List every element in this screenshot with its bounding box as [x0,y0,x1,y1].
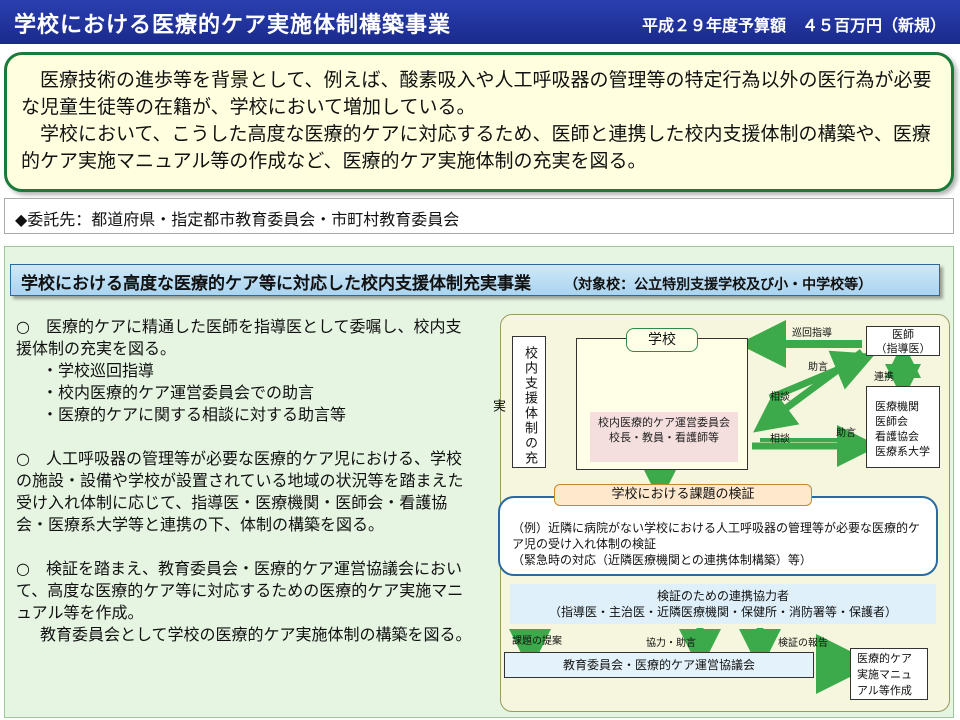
council-box: 検証のための連携協力者 （指導医・主治医・近隣医療機関・保健所・消防署等・保護者… [510,584,936,624]
bullet-list: ・学校巡回指導 ・校内医療的ケア運営委員会での助言 ・医療的ケアに関する相談に対… [42,360,472,426]
issue-box: （例）近隣に病院がない学校における人工呼吸器の管理等が必要な医療的ケア児の受け入… [498,496,938,576]
project-subtitle: 学校における高度な医療的ケア等に対応した校内支援体制充実事業 （対象校：公立特別… [10,264,940,296]
point-text: ○ 検証を踏まえ、教育委員会・医療的ケア運営協議会において、高度な医療的ケア等に… [16,559,464,622]
page-title: 学校における医療的ケア実施体制構築事業 [14,13,452,38]
bullet-item: ・医療的ケアに関する相談に対する助言等 [42,405,347,424]
bullet-item: ・学校巡回指導 [42,361,155,380]
issue-label: 学校における課題の検証 [554,484,812,506]
point-item: ○ 医療的ケアに精通した医師を指導医として委嘱し、校内支援体制の充実を図る。 ・… [16,316,472,426]
label-report: 検証の報告 [778,638,828,649]
subtitle-main: 学校における高度な医療的ケア等に対応した校内支援体制充実事業 [21,274,531,294]
committee-name: 校内医療的ケア運営委員会 [598,416,730,429]
point-text: ○ 医療的ケアに精通した医師を指導医として委嘱し、校内支援体制の充実を図る。 [16,317,462,358]
committee-box: 校内医療的ケア運営委員会 校長・教員・看護師等 [590,412,738,462]
bullet-item: ・校内医療的ケア運営委員会での助言 [42,383,315,402]
council-members: （指導医・主治医・近隣医療機関・保健所・消防署等・保護者） [548,605,897,619]
header-bar: 学校における医療的ケア実施体制構築事業 平成２９年度予算額 ４５百万円（新規） [0,0,960,44]
label-proposal: 課題の提案 [512,636,562,647]
budget-label: 平成２９年度予算額 ４５百万円（新規） [641,16,946,35]
point-item: ○ 検証を踏まえ、教育委員会・医療的ケア運営協議会において、高度な医療的ケア等に… [16,558,472,646]
delegate-line: ◆委託先：都道府県・指定都市教育委員会・市町村教育委員会 [4,198,954,234]
intro-paragraph-2: 学校において、こうした高度な医療的ケアに対応するため、医師と連携した校内支援体制… [21,123,931,172]
manual-box: 医療的ケア 実施マニュ アル等作成 [850,648,928,700]
point-text: ○ 人工呼吸器の管理等が必要な医療的ケア児における、学校の施設・設備や学校が設置… [16,449,464,534]
institution-item: 看護協会 [875,430,919,443]
board-box: 教育委員会・医療的ケア運営協議会 [504,652,814,678]
point-item: ○ 人工呼吸器の管理等が必要な医療的ケア児における、学校の施設・設備や学校が設置… [16,448,472,536]
institution-item: 医療系大学 [875,445,930,458]
institutions-box: 医療機関 医師会 看護協会 医療系大学 [866,386,940,468]
institution-item: 医師会 [875,415,908,428]
support-system-label: 校内支援体制の充実 [490,336,546,468]
point-list: ○ 医療的ケアに精通した医師を指導医として委嘱し、校内支援体制の充実を図る。 ・… [16,316,472,668]
doctor-box: 医師 （指導医） [866,326,940,356]
label-consult-1: 相談 [770,392,790,403]
point-continuation: 教育委員会として学校の医療的ケア実施体制の構築を図る。 [40,625,472,644]
school-label: 学校 [626,328,698,352]
label-patrol: 巡回指導 [792,328,832,339]
subtitle-target: （対象校：公立特別支援学校及び小・中学校等） [564,277,873,293]
label-cooperation: 連携 [874,372,894,383]
intro-paragraph-1: 医療技術の進歩等を背景として、例えば、酸素吸入や人工呼吸器の管理等の特定行為以外… [21,69,932,118]
label-assist: 協力・助言 [646,638,696,649]
institution-item: 医療機関 [875,400,919,413]
label-advice-1: 助言 [808,362,828,373]
label-consult-2: 相談 [770,434,790,445]
council-title: 検証のための連携協力者 [656,589,789,603]
label-advice-2: 助言 [836,428,856,439]
intro-box: 医療技術の進歩等を背景として、例えば、酸素吸入や人工呼吸器の管理等の特定行為以外… [4,52,954,192]
committee-members: 校長・教員・看護師等 [609,431,719,444]
